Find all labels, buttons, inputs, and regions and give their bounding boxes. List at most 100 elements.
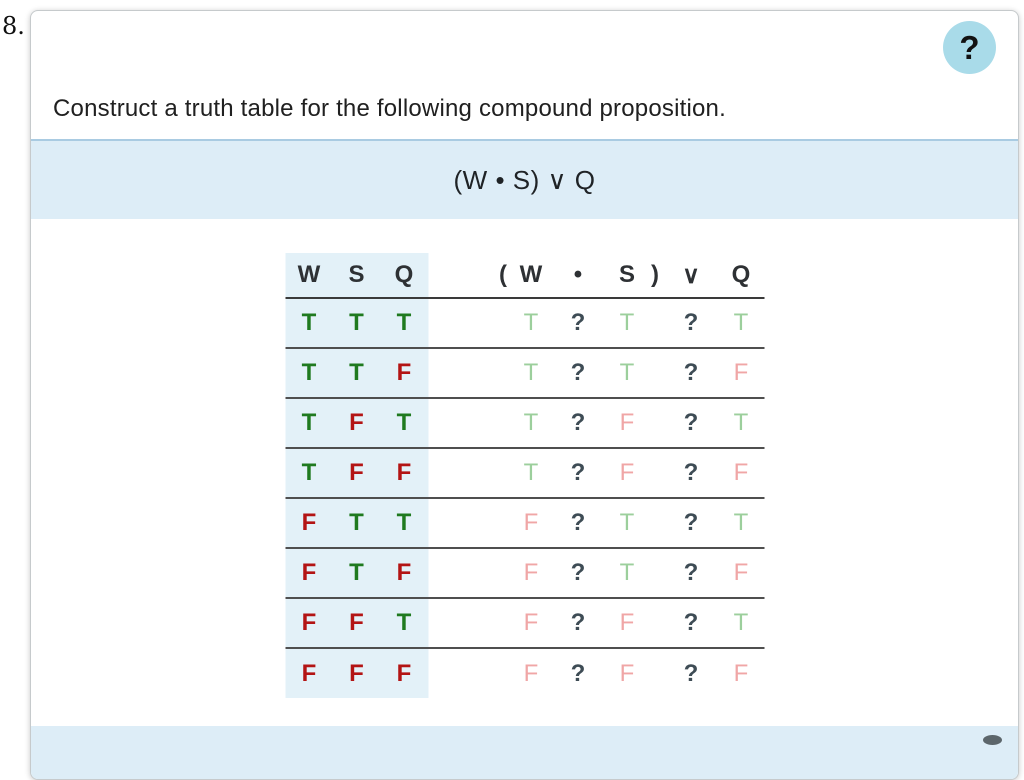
and-operator-select[interactable]: ? <box>548 348 608 399</box>
derived-q-cell: F <box>718 448 764 499</box>
header-q: Q <box>380 253 428 299</box>
spacer-cell <box>428 298 492 349</box>
truth-table-row: T F F T ? F ? F <box>285 448 764 499</box>
derived-q-cell: T <box>718 498 764 549</box>
derived-w-cell: F <box>514 548 548 599</box>
truth-table-row: T F T T ? F ? T <box>285 398 764 449</box>
derived-s-cell: F <box>608 398 646 449</box>
rparen-cell <box>646 298 664 349</box>
input-w-cell: T <box>285 348 333 399</box>
or-operator-select[interactable]: ? <box>664 298 718 349</box>
truth-table-row: F F F F ? F ? F <box>285 648 764 698</box>
input-s-cell: F <box>333 598 380 649</box>
input-w-cell: F <box>285 548 333 599</box>
input-q-cell: F <box>380 548 428 599</box>
spacer-cell <box>428 348 492 399</box>
lparen-cell <box>492 348 514 399</box>
question-number: 8. <box>2 12 25 40</box>
next-section-banner <box>31 726 1018 779</box>
derived-w-cell: T <box>514 298 548 349</box>
derived-s-cell: T <box>608 348 646 399</box>
header-lparen: ( <box>492 253 514 299</box>
input-s-cell: F <box>333 448 380 499</box>
truth-table: W S Q ( W • S ) ∨ Q T T T T ? T ? T T <box>285 253 764 698</box>
input-w-cell: F <box>285 648 333 698</box>
input-q-cell: T <box>380 498 428 549</box>
or-operator-select[interactable]: ? <box>664 598 718 649</box>
input-q-cell: F <box>380 348 428 399</box>
derived-w-cell: F <box>514 498 548 549</box>
spacer-cell <box>428 498 492 549</box>
input-s-cell: T <box>333 548 380 599</box>
question-card: ? Construct a truth table for the follow… <box>30 10 1019 780</box>
input-s-cell: T <box>333 348 380 399</box>
input-w-cell: F <box>285 598 333 649</box>
derived-q-cell: T <box>718 398 764 449</box>
header-w: W <box>285 253 333 299</box>
spacer-cell <box>428 548 492 599</box>
and-operator-select[interactable]: ? <box>548 498 608 549</box>
truth-table-row: F T T F ? T ? T <box>285 498 764 549</box>
derived-q-cell: F <box>718 548 764 599</box>
and-operator-select[interactable]: ? <box>548 298 608 349</box>
or-operator-select[interactable]: ? <box>664 348 718 399</box>
derived-s-cell: F <box>608 448 646 499</box>
derived-s-cell: T <box>608 498 646 549</box>
derived-w-cell: F <box>523 659 539 687</box>
lparen-cell <box>492 498 514 549</box>
input-s-cell: T <box>333 498 380 549</box>
input-w-cell: T <box>285 398 333 449</box>
or-operator-select[interactable]: ? <box>683 659 699 687</box>
input-s-cell: F <box>333 398 380 449</box>
and-operator-select[interactable]: ? <box>548 598 608 649</box>
header-and-operator: • <box>548 253 608 299</box>
derived-s-cell: F <box>608 598 646 649</box>
and-operator-select[interactable]: ? <box>548 548 608 599</box>
derived-q-cell: F <box>718 348 764 399</box>
next-element-sliver <box>983 735 1002 745</box>
prompt-text: Construct a truth table for the followin… <box>53 95 726 122</box>
spacer-cell <box>428 598 492 649</box>
header-spacer <box>428 253 492 299</box>
or-operator-select[interactable]: ? <box>664 498 718 549</box>
rparen-cell <box>646 498 664 549</box>
input-q-cell: F <box>380 648 428 698</box>
rparen-cell <box>646 448 664 499</box>
input-s-cell: T <box>333 298 380 349</box>
question-mark-icon: ? <box>959 29 980 66</box>
lparen-cell <box>492 598 514 649</box>
derived-s-cell: T <box>608 298 646 349</box>
rparen-cell <box>646 598 664 649</box>
rparen-cell <box>646 348 664 399</box>
help-button[interactable]: ? <box>943 21 996 74</box>
header-w-expr: W <box>514 253 548 299</box>
truth-table-body: T T T T ? T ? T T T F T ? T ? F T F T T … <box>285 298 764 698</box>
derived-q-cell: F <box>733 659 749 687</box>
header-s-expr: S <box>608 253 646 299</box>
header-rparen: ) <box>646 253 664 299</box>
or-operator-select[interactable]: ? <box>664 548 718 599</box>
derived-s-cell: T <box>608 548 646 599</box>
derived-q-cell: T <box>718 598 764 649</box>
derived-w-cell: F <box>514 598 548 649</box>
truth-table-row: T T F T ? T ? F <box>285 348 764 399</box>
input-q-cell: F <box>380 448 428 499</box>
or-operator-select[interactable]: ? <box>664 398 718 449</box>
and-operator-select[interactable]: ? <box>570 659 586 687</box>
derived-w-cell: T <box>514 398 548 449</box>
header-or-operator: ∨ <box>664 253 718 299</box>
lparen-cell <box>492 298 514 349</box>
or-operator-select[interactable]: ? <box>664 448 718 499</box>
input-w-cell: T <box>285 448 333 499</box>
and-operator-select[interactable]: ? <box>548 398 608 449</box>
truth-table-row: F T F F ? T ? F <box>285 548 764 599</box>
rparen-cell <box>646 398 664 449</box>
truth-table-header-row: W S Q ( W • S ) ∨ Q <box>285 253 764 299</box>
truth-table-row: T T T T ? T ? T <box>285 298 764 349</box>
and-operator-select[interactable]: ? <box>548 448 608 499</box>
input-q-cell: T <box>380 298 428 349</box>
lparen-cell <box>492 398 514 449</box>
spacer-cell <box>428 448 492 499</box>
lparen-cell <box>492 548 514 599</box>
input-q-cell: T <box>380 398 428 449</box>
